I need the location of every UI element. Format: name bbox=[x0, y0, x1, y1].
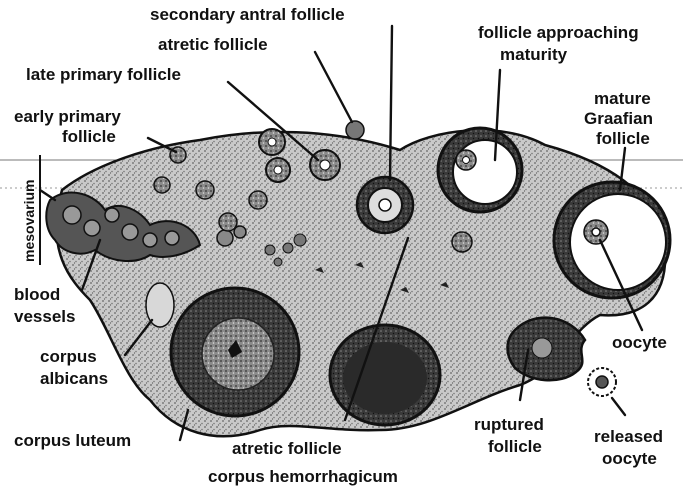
label-follicle-approaching-line1: follicle approaching bbox=[478, 23, 639, 42]
secondary-antral-follicle-shape bbox=[357, 177, 413, 233]
leader-mesovarium bbox=[40, 190, 55, 200]
label-corpus-hemorrhagicum: corpus hemorrhagicum bbox=[208, 467, 398, 486]
leader-released-oocyte bbox=[612, 398, 625, 415]
label-ruptured-follicle-line2: follicle bbox=[488, 437, 542, 456]
label-early-primary-follicle-line1: early primary bbox=[14, 107, 121, 126]
leader-atretic-top bbox=[315, 52, 352, 122]
label-released-oocyte-line2: oocyte bbox=[602, 449, 657, 468]
label-secondary-antral-follicle: secondary antral follicle bbox=[150, 5, 345, 24]
label-atretic-follicle-bottom: atretic follicle bbox=[232, 439, 342, 458]
corpus-luteum-shape bbox=[171, 288, 299, 416]
label-graafian-line2: Graafian bbox=[584, 109, 653, 128]
atretic-follicle-top-shape bbox=[346, 121, 364, 139]
label-corpus-albicans-line1: corpus bbox=[40, 347, 97, 366]
ruptured-follicle-shape bbox=[508, 318, 586, 381]
label-graafian-line3: follicle bbox=[596, 129, 650, 148]
label-early-primary-follicle-line2: follicle bbox=[62, 127, 116, 146]
mature-graafian-follicle-shape bbox=[554, 182, 670, 298]
label-mesovarium: mesovarium bbox=[21, 180, 37, 262]
follicle-center-shape bbox=[452, 232, 472, 252]
label-atretic-follicle-top: atretic follicle bbox=[158, 35, 268, 54]
corpus-hemorrhagicum-shape bbox=[330, 325, 440, 425]
label-released-oocyte-line1: released bbox=[594, 427, 663, 446]
label-corpus-luteum: corpus luteum bbox=[14, 431, 131, 450]
label-corpus-albicans-line2: albicans bbox=[40, 369, 108, 388]
follicle-approaching-maturity-shape bbox=[438, 128, 522, 212]
label-blood-vessels-line1: blood bbox=[14, 285, 60, 304]
label-blood-vessels-line2: vessels bbox=[14, 307, 75, 326]
released-oocyte-shape bbox=[588, 368, 616, 396]
label-follicle-approaching-line2: maturity bbox=[500, 45, 568, 64]
label-ruptured-follicle-line1: ruptured bbox=[474, 415, 544, 434]
label-graafian-line1: mature bbox=[594, 89, 651, 108]
label-late-primary-follicle: late primary follicle bbox=[26, 65, 181, 84]
label-oocyte: oocyte bbox=[612, 333, 667, 352]
